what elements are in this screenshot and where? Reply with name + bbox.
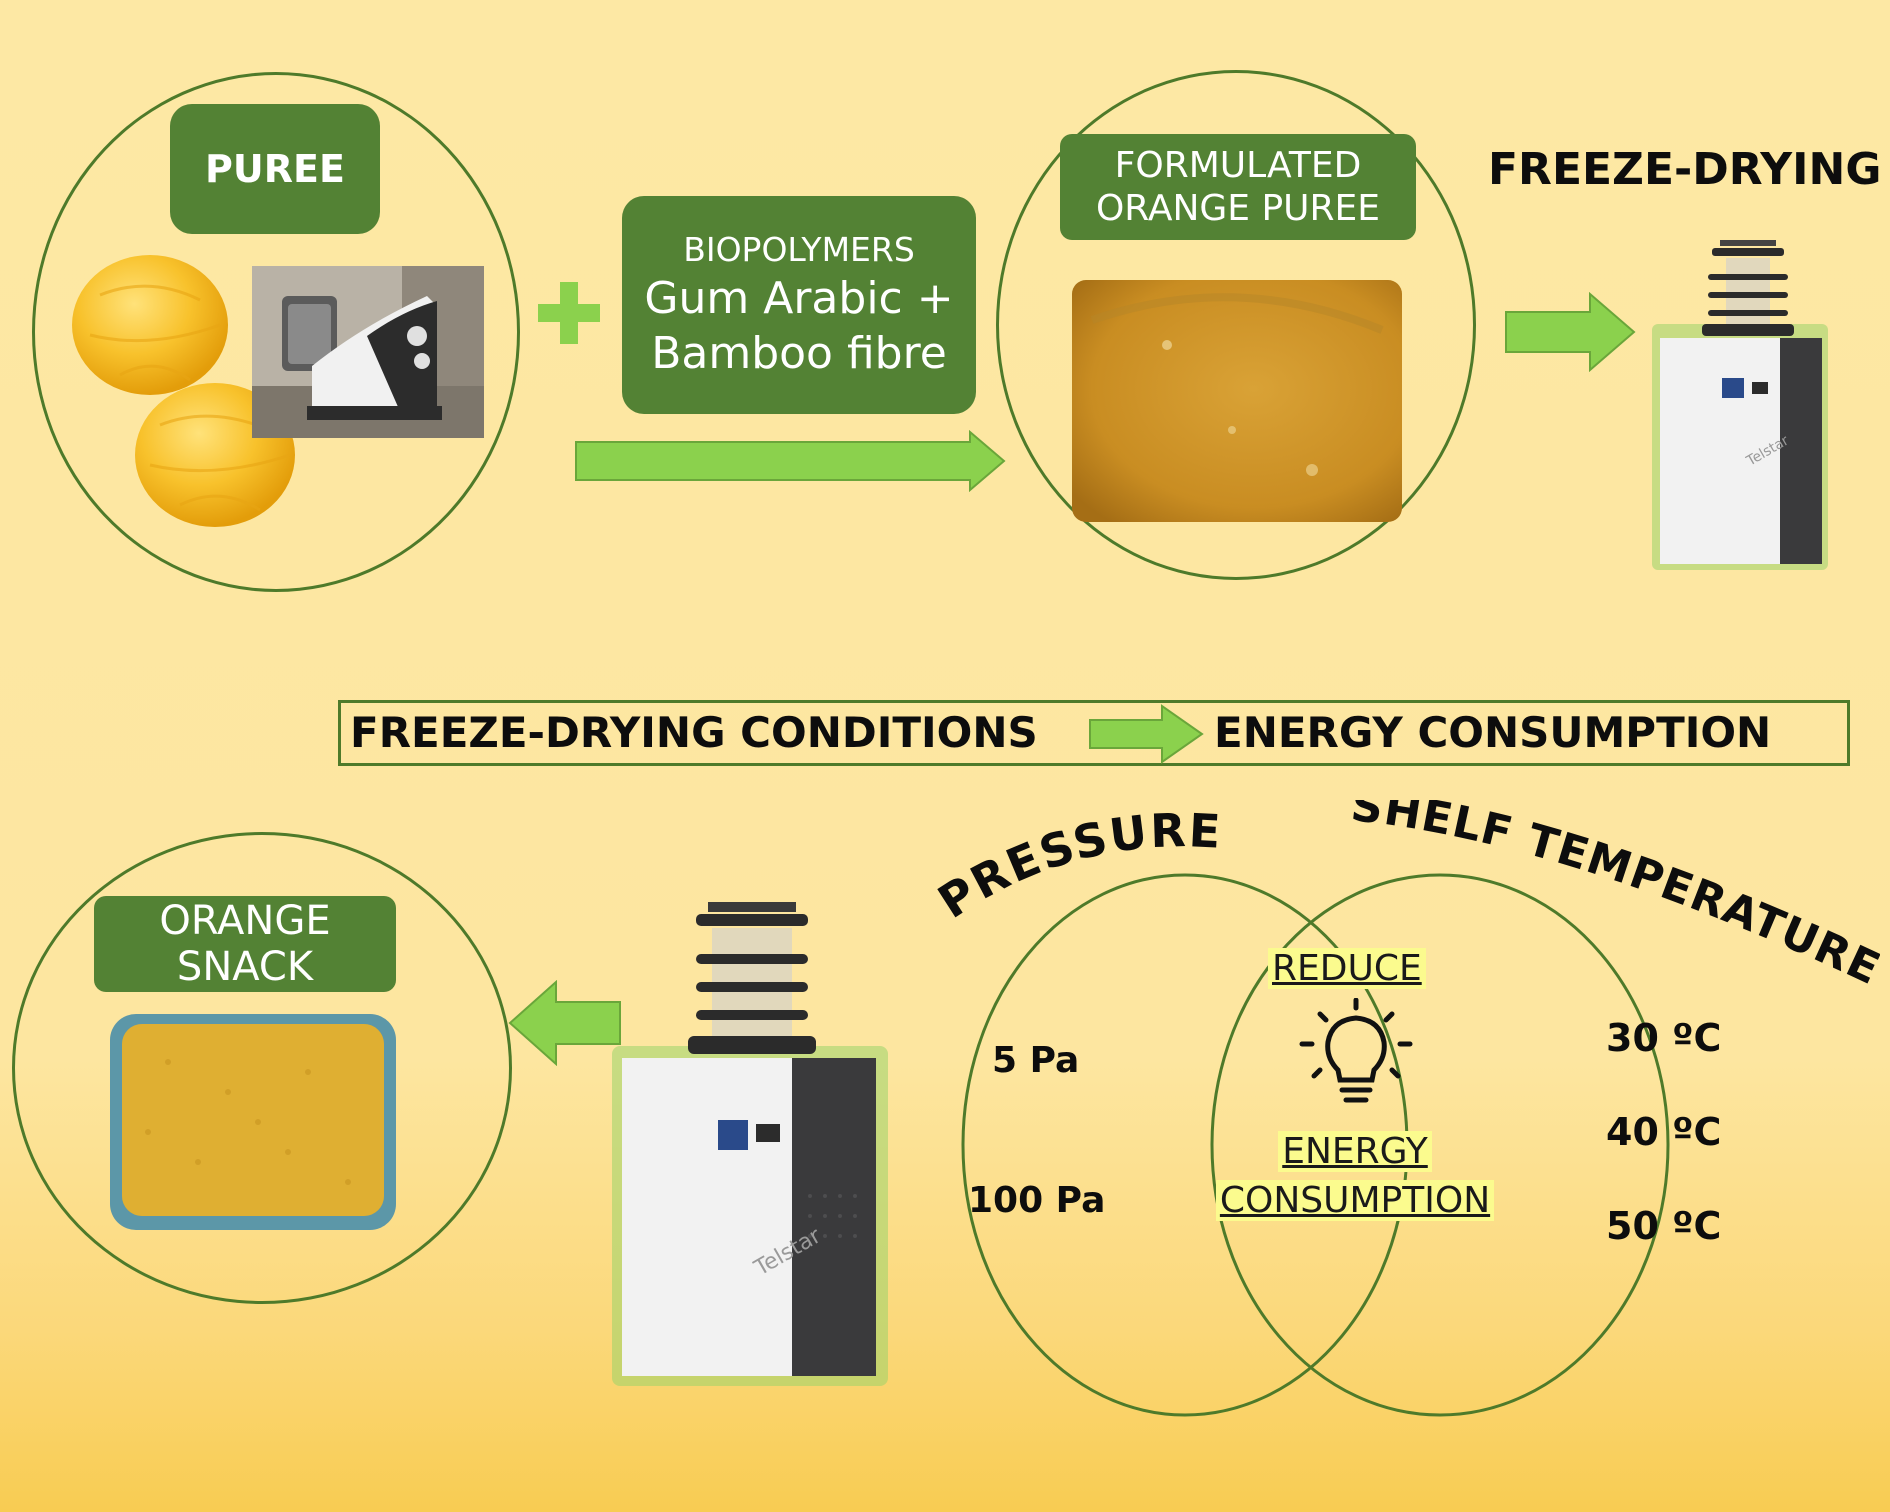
- center-energy-line-2: CONSUMPTION: [1215, 1179, 1495, 1221]
- lightbulb-icon: [1299, 998, 1413, 1103]
- orange-snack-image: [110, 1014, 396, 1230]
- venn-temperature-circle: [1210, 873, 1670, 1417]
- puree-label: PUREE: [170, 104, 380, 234]
- center-energy: ENERGY CONSUMPTION: [1200, 1128, 1510, 1225]
- arrow-left-to-snack: [508, 980, 621, 1066]
- arrow-right-conditions: [1089, 704, 1204, 764]
- center-reduce: REDUCE: [1268, 948, 1426, 989]
- biopolymers-box: BIOPOLYMERS Gum Arabic + Bamboo fibre: [622, 196, 976, 414]
- biopolymers-title: BIOPOLYMERS: [683, 230, 915, 270]
- conditions-right-text: ENERGY CONSUMPTION: [1214, 708, 1772, 757]
- pressure-value-2: 100 Pa: [968, 1180, 1106, 1221]
- snack-line-1: ORANGE: [159, 898, 331, 944]
- arrow-right-to-formulated: [575, 430, 1006, 492]
- venn-diagram: PRESSURE SHELF TEMPERATURE: [929, 800, 1880, 1417]
- center-reduce-text: REDUCE: [1268, 948, 1426, 989]
- biopolymers-line-2: Bamboo fibre: [651, 327, 947, 379]
- freeze-drying-title: FREEZE-DRYING: [1488, 144, 1882, 195]
- plus-icon: [538, 282, 600, 344]
- temperature-value-2: 40 ºC: [1606, 1110, 1722, 1154]
- conditions-bar: [338, 700, 1850, 766]
- temperature-value-3: 50 ºC: [1606, 1204, 1722, 1248]
- freeze-dryer-machine-small: Telstar: [1652, 240, 1828, 570]
- arrow-right-to-freeze-dryer: [1505, 292, 1636, 372]
- formulated-label: FORMULATED ORANGE PUREE: [1060, 134, 1416, 240]
- formulated-circle: [996, 70, 1476, 580]
- orange-1: [72, 255, 228, 395]
- puree-label-text: PUREE: [205, 147, 345, 191]
- temperature-value-1: 30 ºC: [1606, 1016, 1722, 1060]
- center-energy-line-1: ENERGY: [1278, 1131, 1432, 1172]
- formulated-line-2: ORANGE PUREE: [1095, 188, 1381, 229]
- food-processor-image: [252, 266, 484, 438]
- snack-line-2: SNACK: [176, 944, 314, 990]
- snack-circle: [12, 832, 512, 1304]
- biopolymers-line-1: Gum Arabic +: [644, 272, 954, 324]
- venn-temperature-title: SHELF TEMPERATURE: [1348, 800, 1880, 995]
- orange-puree-image: [1072, 280, 1402, 522]
- freeze-dryer-machine-large: Telstar: [612, 902, 888, 1386]
- pressure-value-1: 5 Pa: [992, 1040, 1080, 1081]
- snack-label: ORANGE SNACK: [94, 896, 396, 992]
- puree-circle: [32, 72, 520, 592]
- conditions-left-text: FREEZE-DRYING CONDITIONS: [350, 708, 1038, 757]
- formulated-line-1: FORMULATED: [1114, 144, 1362, 186]
